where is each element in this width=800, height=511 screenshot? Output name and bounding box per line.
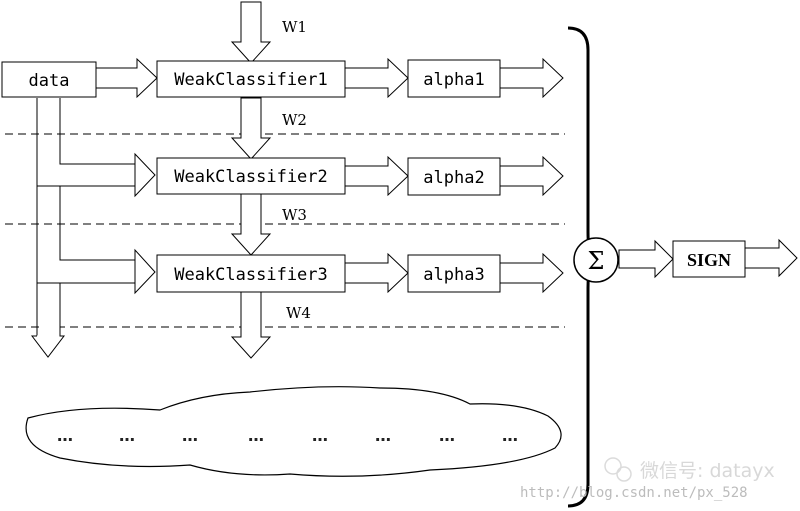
classifier3-to-alpha3-arrow (344, 252, 409, 294)
weak-classifier-1-label: WeakClassifier1 (174, 70, 328, 90)
sum-circle (573, 237, 619, 283)
alpha-2-label: alpha2 (423, 168, 484, 188)
sign-box (672, 240, 746, 278)
w4-down-arrow (230, 291, 272, 359)
data-branch-pipes (36, 98, 135, 336)
weight-label-w2: W2 (282, 111, 307, 129)
sign-label: SIGN (687, 250, 731, 270)
continuation-dots-1: … (57, 426, 73, 445)
alpha3-out-arrow (499, 252, 564, 294)
continuation-cloud (25, 386, 562, 477)
alpha-1-label: alpha1 (423, 70, 484, 90)
weight-label-w1: W1 (282, 18, 307, 36)
weak-classifier-3-box (156, 254, 346, 293)
w3-down-arrow (230, 193, 272, 256)
sum-to-sign-arrow (618, 239, 674, 279)
weight-label-w4: W4 (286, 304, 311, 322)
alpha-3-box (407, 254, 501, 293)
continuation-dots-4: … (248, 426, 264, 445)
alpha-1-box (407, 59, 501, 98)
watermark-account: 微信号: datayx (640, 460, 775, 482)
continuation-dots-2: … (119, 426, 135, 445)
alpha1-out-arrow (499, 57, 564, 99)
continuation-dots-6: … (375, 426, 391, 445)
alpha2-out-arrow (499, 155, 564, 197)
sign-output-arrow (744, 238, 798, 278)
classifier1-to-alpha1-arrow (344, 57, 409, 99)
continuation-dots-8: … (502, 426, 518, 445)
data-box (1, 61, 97, 98)
continuation-dots-7: … (439, 426, 455, 445)
watermark-url: http://blog.csdn.net/px_528 (520, 485, 748, 501)
weak-classifier-3-label: WeakClassifier3 (174, 265, 328, 285)
data-down-arrow (30, 283, 66, 358)
data-box-label: data (29, 71, 70, 91)
continuation-dots-5: … (312, 426, 328, 445)
alpha-3-label: alpha3 (423, 265, 484, 285)
alpha-2-box (407, 157, 501, 196)
sum-symbol: Σ (588, 247, 605, 275)
weak-classifier-2-label: WeakClassifier2 (174, 167, 328, 187)
data-to-classifier1-arrow (95, 57, 158, 99)
weight-label-w3: W3 (282, 206, 307, 224)
continuation-dots-3: … (182, 426, 198, 445)
w1-down-arrow (230, 1, 272, 64)
w2-down-arrow (230, 97, 272, 160)
weak-classifier-2-box (156, 157, 346, 195)
branch-arrow-head-2 (134, 152, 156, 198)
branch-arrow-head-3 (134, 248, 156, 295)
continuation-dots: … … … … … … … … (57, 426, 518, 445)
weak-classifier-1-box (156, 60, 346, 98)
watermark-logo-icon (604, 457, 632, 482)
classifier2-to-alpha2-arrow (344, 155, 409, 197)
